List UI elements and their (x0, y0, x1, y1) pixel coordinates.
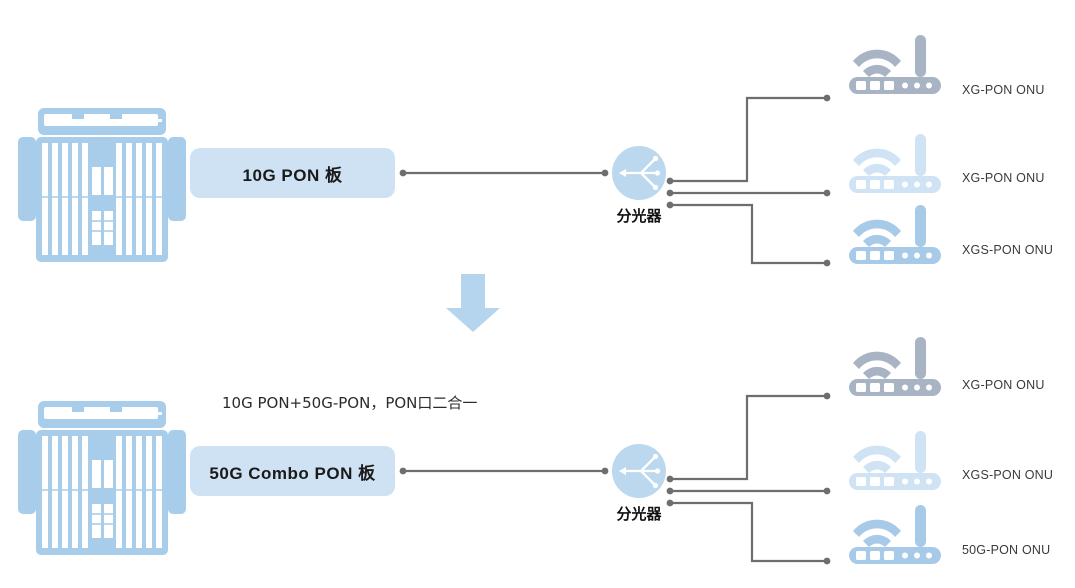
splitter-bottom[interactable] (608, 440, 670, 502)
chassis-icon (18, 108, 186, 262)
onu-top-3[interactable] (845, 203, 945, 265)
link-board-to-splitter-bottom (398, 463, 610, 479)
splitter-icon (612, 146, 666, 200)
onu-bottom-2-label: XGS-PON ONU (962, 468, 1054, 482)
onu-bottom-2[interactable] (845, 429, 945, 491)
chassis-icon (18, 401, 186, 555)
router-icon (849, 35, 941, 94)
board-pill-50g-combo-pon[interactable]: 50G Combo PON 板 (190, 446, 395, 496)
down-arrow-icon (446, 274, 500, 332)
onu-top-2-label: XG-PON ONU (962, 171, 1045, 185)
router-icon (849, 431, 941, 490)
splitter-icon (612, 444, 666, 498)
router-icon (849, 505, 941, 564)
splitter-top[interactable] (608, 142, 670, 204)
onu-top-1-label: XG-PON ONU (962, 83, 1045, 97)
onu-top-2[interactable] (845, 132, 945, 194)
splitter-top-label: 分光器 (616, 207, 662, 225)
branch-wiring-bottom (662, 383, 852, 573)
board-pill-10g-pon[interactable]: 10G PON 板 (190, 148, 395, 198)
router-icon (849, 134, 941, 193)
olt-chassis-top (16, 105, 186, 270)
onu-bottom-3-label: 50G-PON ONU (962, 543, 1051, 557)
onu-top-3-label: XGS-PON ONU (962, 243, 1054, 257)
splitter-bottom-label: 分光器 (616, 505, 662, 523)
board-pill-label: 10G PON 板 (242, 165, 343, 185)
onu-bottom-1-label: XG-PON ONU (962, 378, 1045, 392)
olt-chassis-bottom (16, 398, 186, 563)
onu-bottom-3[interactable] (845, 503, 945, 565)
onu-top-1[interactable] (845, 33, 945, 95)
transition-caption: 10G PON+50G-PON，PON口二合一 (222, 394, 478, 412)
link-board-to-splitter-top (398, 165, 610, 181)
branch-wiring-top (662, 85, 852, 275)
router-icon (849, 205, 941, 264)
transition-down-arrow (440, 272, 506, 334)
board-pill-label: 50G Combo PON 板 (209, 463, 376, 483)
router-icon (849, 337, 941, 396)
onu-bottom-1[interactable] (845, 335, 945, 397)
